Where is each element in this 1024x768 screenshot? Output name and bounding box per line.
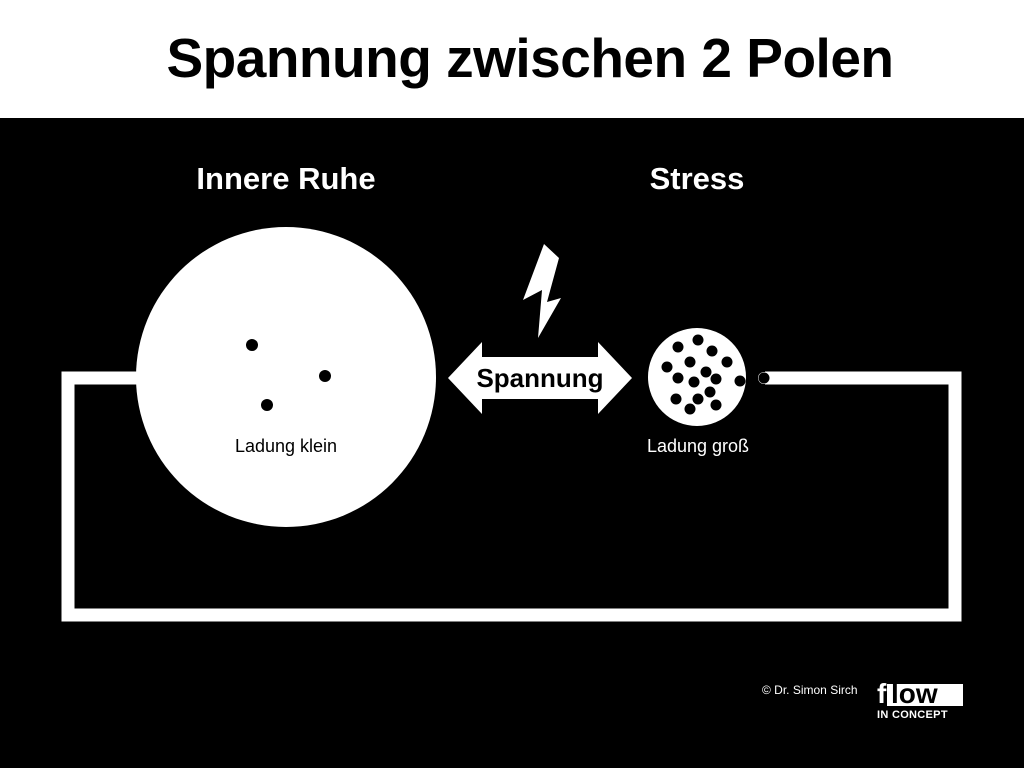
charge-label-right: Ladung groß <box>647 436 749 456</box>
charge-dot <box>704 386 716 398</box>
charge-dot <box>319 370 331 382</box>
charge-dot <box>688 376 700 388</box>
charge-dot <box>684 356 696 368</box>
charge-dot <box>684 403 696 415</box>
charge-dot <box>261 399 273 411</box>
charge-dot <box>672 341 684 353</box>
pole-label-right: Stress <box>650 161 745 196</box>
circuit-wire <box>61 371 962 622</box>
header: Spannung zwischen 2 Polen <box>0 0 1024 118</box>
charge-dot <box>710 373 722 385</box>
logo-letter-f: f <box>877 678 887 709</box>
flow-in-concept-logo: f low IN CONCEPT <box>877 680 965 724</box>
charge-dot <box>246 339 258 351</box>
lightning-icon <box>523 244 561 338</box>
charge-dot <box>700 366 712 378</box>
arrow-label: Spannung <box>476 363 603 393</box>
charge-dot <box>734 375 746 387</box>
logo-box <box>887 684 963 706</box>
charge-dot <box>692 393 704 405</box>
charge-dot <box>692 334 704 346</box>
logo-word: low <box>891 678 938 709</box>
charge-dot <box>672 372 684 384</box>
charge-dot-outside-core <box>758 372 770 384</box>
charge-dot <box>670 393 682 405</box>
pole-label-left: Innere Ruhe <box>196 161 375 196</box>
charge-dot <box>721 356 733 368</box>
charge-dots-cluster <box>661 334 746 415</box>
copyright-text: © Dr. Simon Sirch <box>762 683 858 697</box>
charge-label-left: Ladung klein <box>235 436 337 456</box>
pole-inner-calm <box>136 227 436 527</box>
charge-dot <box>706 345 718 357</box>
charge-dot <box>710 399 722 411</box>
charge-dot <box>661 361 673 373</box>
page-title: Spannung zwischen 2 Polen <box>166 27 894 89</box>
double-arrow-icon <box>448 342 632 414</box>
logo-subtitle: IN CONCEPT <box>877 709 948 721</box>
